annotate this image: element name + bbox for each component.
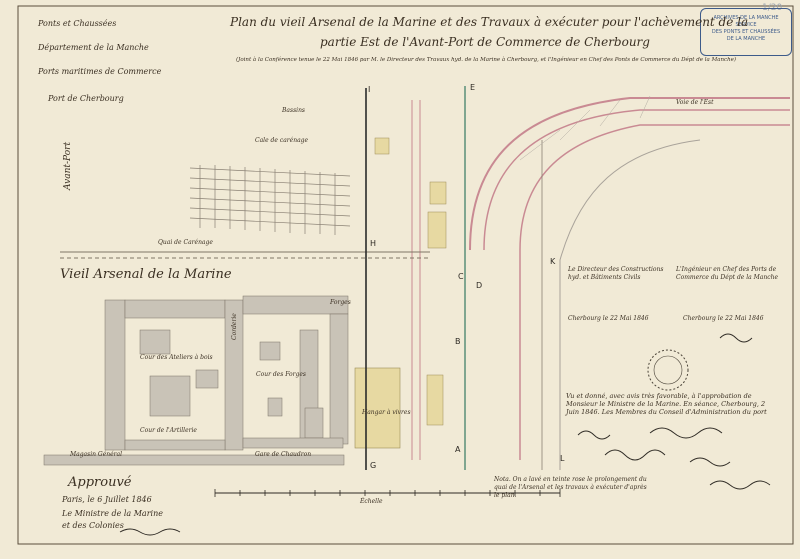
approuve-detail: Paris, le 6 Juillet 1846 [62,495,152,504]
building-label: Gare de Chaudron [255,451,312,458]
service-line: Ponts et Chaussées [38,19,117,28]
arc-rays [519,95,651,161]
nota-text: Nota. On a lavé en teinte rose le prolon… [494,476,647,499]
point-letter: K [550,257,556,266]
signature-date: Cherbourg le 22 Mai 1846 [568,315,649,322]
stamp-line: DE LA MANCHE [726,36,766,42]
plan-subtitle: (Joint à la Conférence tenue le 22 Mai 1… [236,57,737,63]
point-letter: I [368,85,371,94]
map-border [17,5,794,545]
plan-title-line2: partie Est de l'Avant-Port de Commerce d… [320,35,650,49]
slipway-hatching [189,165,351,235]
building-label: Cour de l'Artillerie [140,427,197,434]
quai-label: Quai de Carénage [158,239,213,246]
cour-label: Cour des Forges [256,371,307,378]
point-letter: C [458,272,464,281]
avant-port-label: Avant-Port [63,141,73,190]
point-letter: G [370,461,377,470]
approval-text: Vu et donné, avec avis très favorable, à… [566,392,767,416]
point-letter: L [560,454,565,463]
pink-wall [411,100,421,460]
arsenal-label: Vieil Arsenal de la Marine [60,267,232,282]
service-line: Ports maritimes de Commerce [38,67,162,76]
point-letter: H [370,239,377,248]
approuve-label: Approuvé [68,475,132,490]
pink-quay-curve-inner [483,109,790,251]
approuve-detail: Le Ministre de la Marine [62,509,163,518]
grey-quay-curve [559,139,701,470]
signature-block: L'Ingénieur en Chef des Ports de Commerc… [676,266,779,281]
building-label: Corderie [231,313,238,340]
point-letter: E [470,83,476,92]
point-letter: D [476,281,483,290]
small-yellow-blocks [374,137,447,426]
building-label: Bassins [282,107,306,114]
point-letter: B [455,337,461,346]
service-line: Port de Cherbourg [48,94,124,103]
building-label: Magasin Général [70,451,123,458]
pink-quay-curve-3 [519,124,790,460]
plan-title: Plan du vieil Arsenal de la Marine et de… [230,15,749,29]
service-line: Département de la Manche [38,43,149,52]
signature-date: Cherbourg le 22 Mai 1846 [683,315,764,322]
stamp-line: SERVICE [735,22,757,28]
building-label: Forges [330,299,351,306]
building-label: Voie de l'Est [676,99,714,106]
pink-quay-curve-outer [469,97,790,251]
signature-scribbles [119,333,771,536]
archive-stamp: ARCHIVES DE LA MANCHE SERVICE DES PONTS … [700,8,792,56]
point-letter: A [455,445,461,454]
stamp-line: ARCHIVES DE LA MANCHE [713,15,779,21]
ink-seal-inner [653,355,683,385]
storehouse-yellow [354,367,401,449]
building-label: Cale de carénage [255,137,309,144]
building-label: Hangar à vivres [362,409,411,416]
cour-label: Cour des Ateliers à bois [140,354,213,361]
ink-seal [647,349,689,391]
stamp-line: DES PONTS ET CHAUSSÉES [711,29,781,35]
approuve-detail: et des Colonies [62,521,124,530]
scale-label: Échelle [360,498,383,505]
scale-bar-ticks [214,489,561,497]
arsenal-buildings [43,295,349,466]
signature-block: Le Directeur des Constructions hyd. et B… [568,266,664,281]
